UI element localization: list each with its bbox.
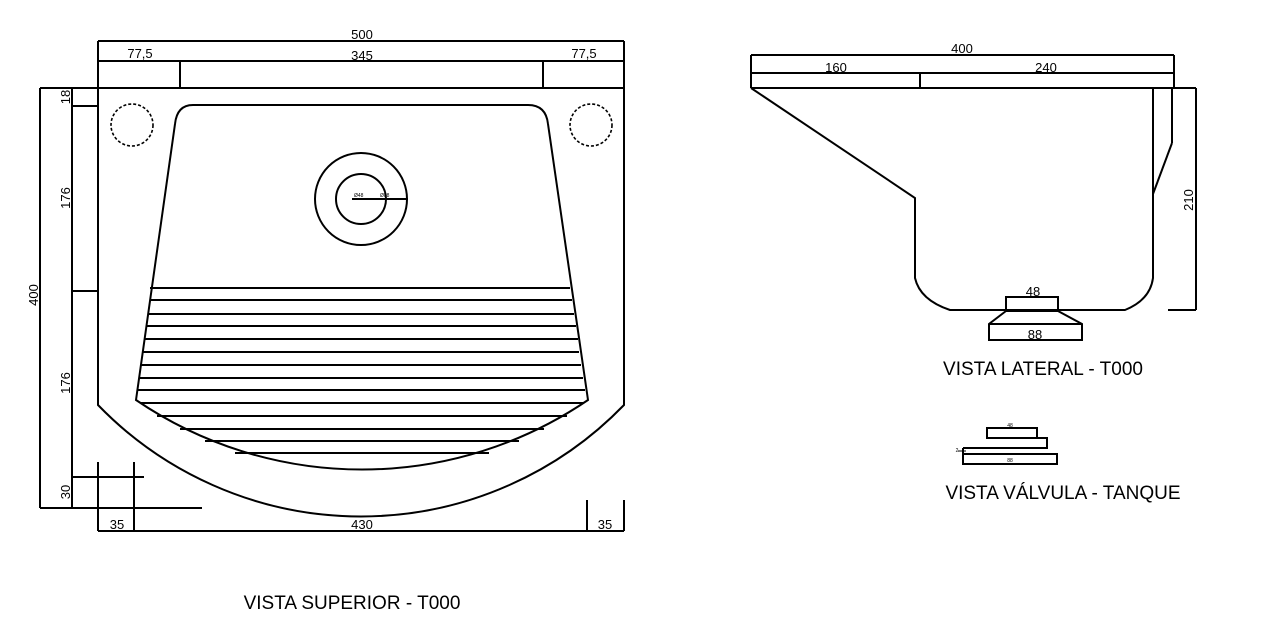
- dim-bottom: 30: [58, 485, 73, 499]
- dim-top-band: 18: [58, 90, 73, 104]
- dim-right-margin: 77,5: [571, 46, 596, 61]
- dim-valve-view-top: 48: [1007, 423, 1013, 429]
- dim-drain-inner: Ø48: [354, 193, 364, 199]
- dim-bottom-right: 35: [598, 517, 612, 532]
- mount-hole-right: [569, 103, 613, 147]
- dim-depth: 400: [951, 41, 973, 56]
- side-view-title: VISTA LATERAL - T000: [943, 359, 1143, 380]
- dim-lower: 176: [58, 372, 73, 394]
- mount-hole-left: [110, 103, 154, 147]
- dim-height-total: 400: [26, 284, 41, 306]
- dim-bottom-center: 430: [351, 517, 373, 532]
- dim-front: 160: [825, 60, 847, 75]
- dim-center: 345: [351, 48, 373, 63]
- dim-height: 210: [1181, 189, 1196, 211]
- dim-total-width: 500: [351, 27, 373, 42]
- dim-back: 240: [1035, 60, 1057, 75]
- dim-drain-outer: Ø88: [380, 193, 390, 199]
- top-view-title: VISTA SUPERIOR - T000: [244, 593, 461, 614]
- dim-left-margin: 77,5: [127, 46, 152, 61]
- dim-bottom-left: 35: [110, 517, 124, 532]
- valve-view: 48 88 2 VISTA VÁLVULA - TANQUE: [945, 423, 1180, 504]
- side-valve: 48 88: [988, 284, 1083, 342]
- drain: Ø48 Ø88: [314, 152, 408, 246]
- top-view: 500 77,5 345 77,5: [26, 27, 625, 614]
- washboard-ribs: [138, 287, 585, 454]
- dim-valve-bottom: 88: [1028, 327, 1042, 342]
- dim-valve-view-side: 2: [956, 448, 959, 454]
- dim-upper: 176: [58, 187, 73, 209]
- dim-valve-view-bottom: 88: [1007, 458, 1013, 464]
- valve-view-title: VISTA VÁLVULA - TANQUE: [945, 483, 1180, 504]
- dim-valve-top: 48: [1026, 284, 1040, 299]
- side-view: 400 160 240 210 48 88 VISTA LATERAL - T0…: [750, 41, 1197, 380]
